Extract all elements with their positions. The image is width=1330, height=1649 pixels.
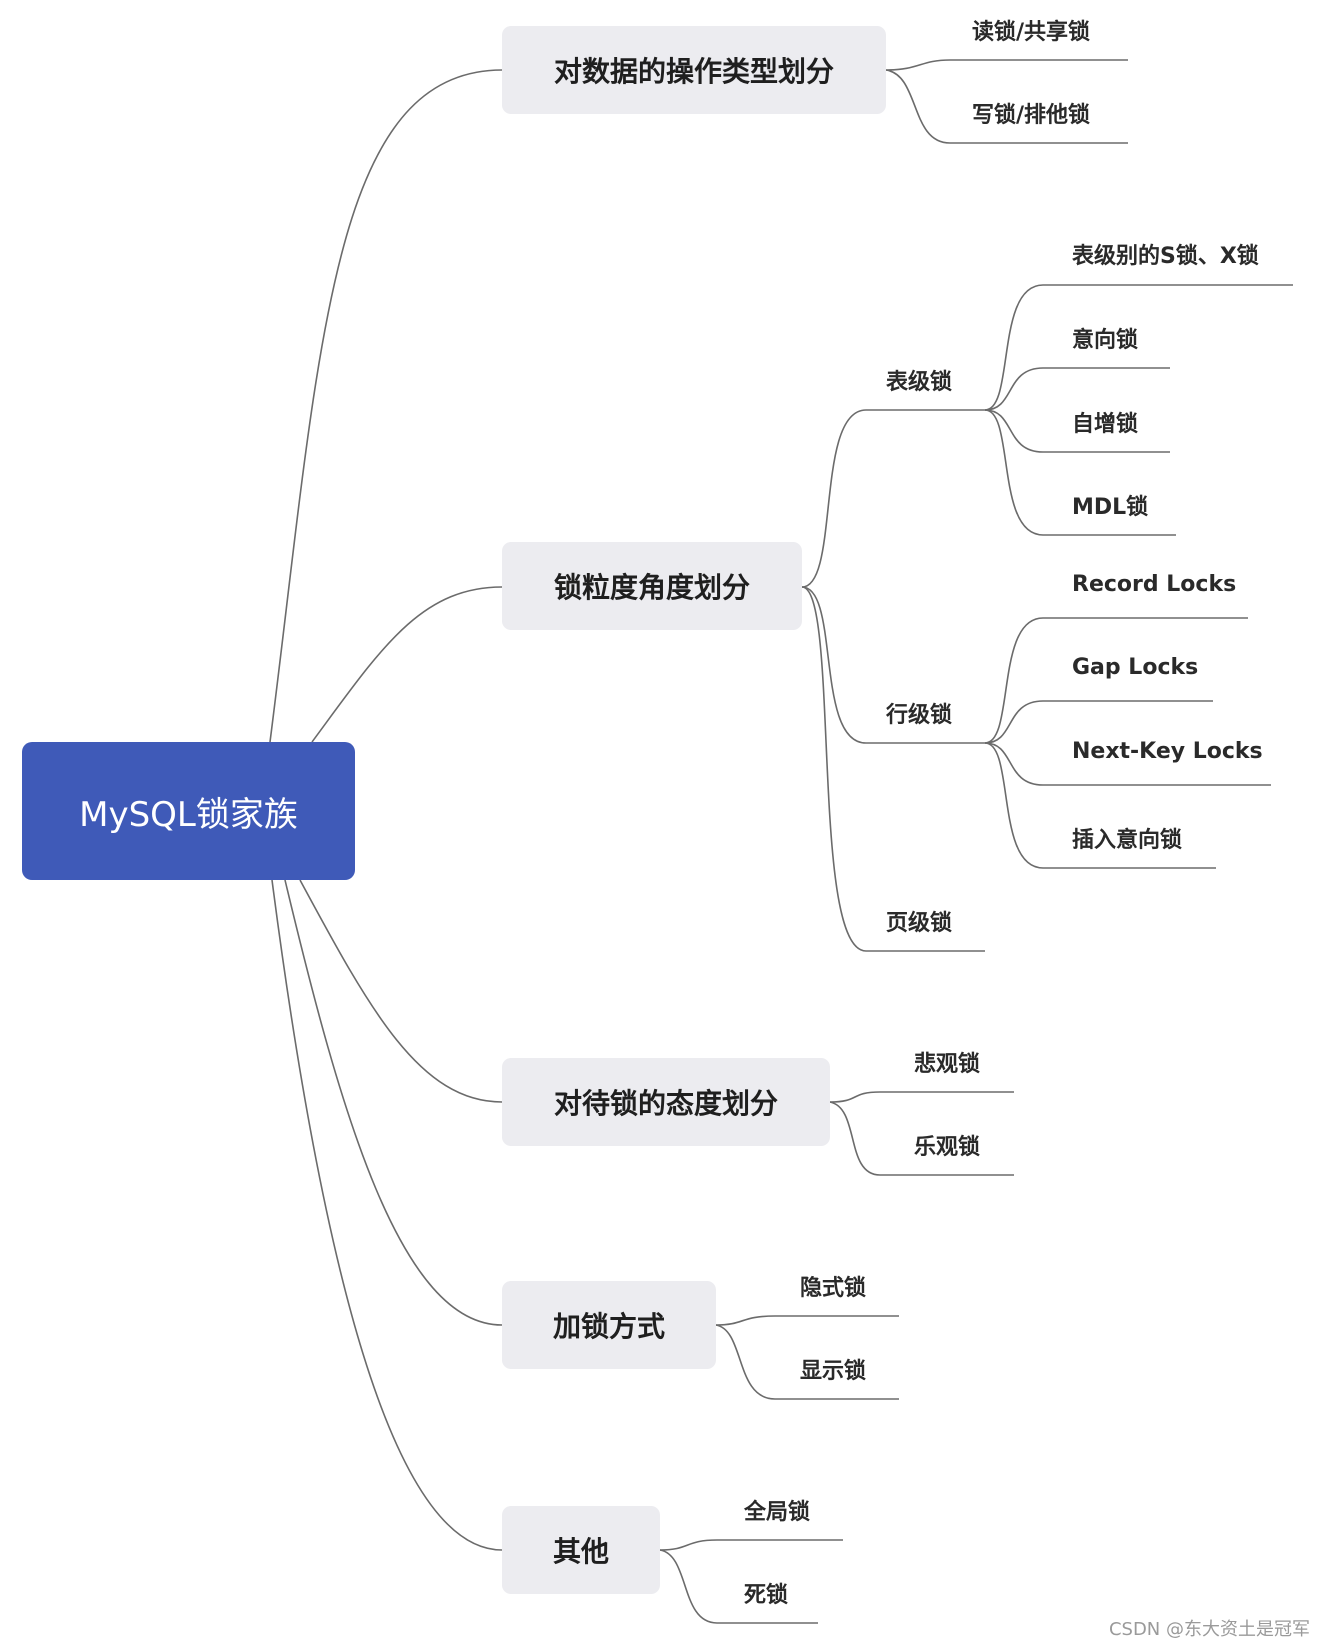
branch-label: 加锁方式: [552, 1310, 665, 1343]
connector-row-c2: [984, 742, 1044, 786]
connector-b2-c1: [829, 1101, 881, 1176]
connector-root-b0: [269, 69, 503, 743]
connector-b1-s1: [801, 586, 867, 744]
connector-root-b3: [284, 879, 503, 1326]
branch-node-granularity[interactable]: 锁粒度角度划分: [502, 542, 802, 630]
leaf-table-sx-lock[interactable]: 表级别的S锁、X锁: [1072, 244, 1259, 269]
connector-b1-s2: [801, 586, 867, 952]
watermark: CSDN @东大资土是冠军: [1108, 1619, 1310, 1640]
connector-b1-s0: [801, 409, 867, 588]
connector-table-c0: [984, 284, 1044, 411]
connector-table-c1: [984, 367, 1044, 411]
connector-table-c2: [984, 409, 1044, 453]
leaf-auto-inc-lock[interactable]: 自增锁: [1072, 412, 1139, 437]
branch-label: 其他: [552, 1535, 609, 1568]
connector-b4-c1: [659, 1549, 718, 1624]
leaf-explicit-lock[interactable]: 显示锁: [800, 1359, 867, 1384]
connector-root-b2: [299, 879, 503, 1103]
connector-b4-c0: [659, 1539, 718, 1551]
connector-b3-c0: [715, 1315, 776, 1326]
leaf-optimistic-lock[interactable]: 乐观锁: [914, 1135, 981, 1160]
branch-node-attitude[interactable]: 对待锁的态度划分: [502, 1058, 830, 1146]
leaf-pessimistic-lock[interactable]: 悲观锁: [914, 1052, 981, 1077]
branch-label: 锁粒度角度划分: [553, 571, 750, 604]
leaf-read-lock[interactable]: 读锁/共享锁: [972, 20, 1091, 45]
leaf-record-locks[interactable]: Record Locks: [1072, 572, 1237, 597]
branch-label: 对数据的操作类型划分: [553, 55, 834, 88]
leaf-intention-lock[interactable]: 意向锁: [1072, 328, 1139, 353]
connector-table-c3: [984, 409, 1044, 536]
sub-branch-row-lock[interactable]: 行级锁: [886, 703, 953, 728]
sub-branch-page-lock[interactable]: 页级锁: [886, 911, 953, 936]
connector-b0-c0: [885, 59, 951, 71]
branch-node-locking-method[interactable]: 加锁方式: [502, 1281, 716, 1369]
root-label: MySQL锁家族: [79, 794, 298, 835]
connector-b3-c1: [715, 1324, 776, 1400]
branch-node-other[interactable]: 其他: [502, 1506, 660, 1594]
connector-row-c3: [984, 742, 1044, 869]
sub-branch-table-lock[interactable]: 表级锁: [886, 370, 953, 395]
leaf-implicit-lock[interactable]: 隐式锁: [800, 1276, 867, 1301]
connector-row-c0: [984, 617, 1044, 744]
leaf-write-lock[interactable]: 写锁/排他锁: [972, 103, 1091, 128]
connector-b0-c1: [885, 69, 951, 144]
leaf-mdl-lock[interactable]: MDL锁: [1072, 495, 1149, 520]
leaf-insert-intention-lock[interactable]: 插入意向锁: [1072, 828, 1183, 853]
leaf-gap-locks[interactable]: Gap Locks: [1072, 655, 1199, 680]
connector-row-c1: [984, 700, 1044, 744]
root-node[interactable]: MySQL锁家族: [22, 742, 355, 880]
leaf-deadlock[interactable]: 死锁: [744, 1583, 789, 1608]
connector-root-b1: [311, 586, 503, 743]
branch-label: 对待锁的态度划分: [553, 1087, 778, 1120]
connector-root-b4: [271, 879, 503, 1551]
leaf-global-lock[interactable]: 全局锁: [744, 1500, 811, 1525]
branch-node-operation-type[interactable]: 对数据的操作类型划分: [502, 26, 886, 114]
leaf-next-key-locks[interactable]: Next-Key Locks: [1072, 739, 1263, 764]
connector-b2-c0: [829, 1091, 881, 1103]
